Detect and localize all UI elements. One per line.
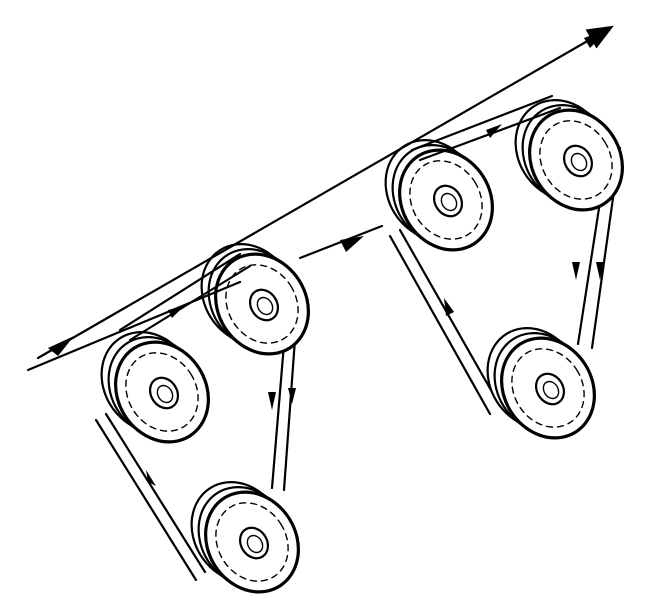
arrowhead-icon — [572, 262, 580, 280]
pulley-right-top — [495, 80, 643, 230]
arrowhead-icon — [486, 124, 502, 138]
arrowhead-icon — [444, 298, 454, 316]
main-belt-upper-line — [36, 25, 614, 360]
pulley-left-bottom — [171, 462, 319, 609]
pulley-left-upper — [81, 312, 229, 462]
right-pulley-cluster — [365, 80, 643, 458]
pulley-right-bottom — [467, 308, 615, 458]
arrowhead-icon — [584, 28, 610, 48]
arrowhead-icon — [596, 262, 604, 280]
left-pulley-cluster — [81, 224, 329, 609]
left-belt-lower-left-run — [94, 412, 207, 582]
arrowhead-icon — [48, 336, 74, 356]
arrowhead-icon — [146, 470, 156, 486]
arrowhead-icon — [288, 388, 296, 404]
right-belt-left-run — [388, 228, 502, 416]
arrowhead-icon — [168, 306, 184, 318]
pulley-right-upper — [365, 120, 513, 270]
pulley-left-top — [181, 224, 329, 374]
arrowhead-icon — [268, 392, 276, 410]
arrowhead-icon — [340, 236, 364, 252]
